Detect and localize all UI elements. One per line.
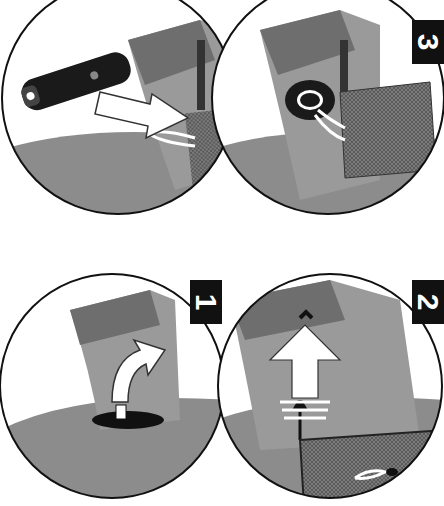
callout-number: 3 [412, 20, 444, 64]
step-one-open [0, 270, 230, 506]
step-two-attach [215, 270, 444, 506]
step-three-result [210, 0, 444, 220]
callout-number: 2 [412, 280, 444, 324]
callout-number: 1 [190, 280, 222, 324]
